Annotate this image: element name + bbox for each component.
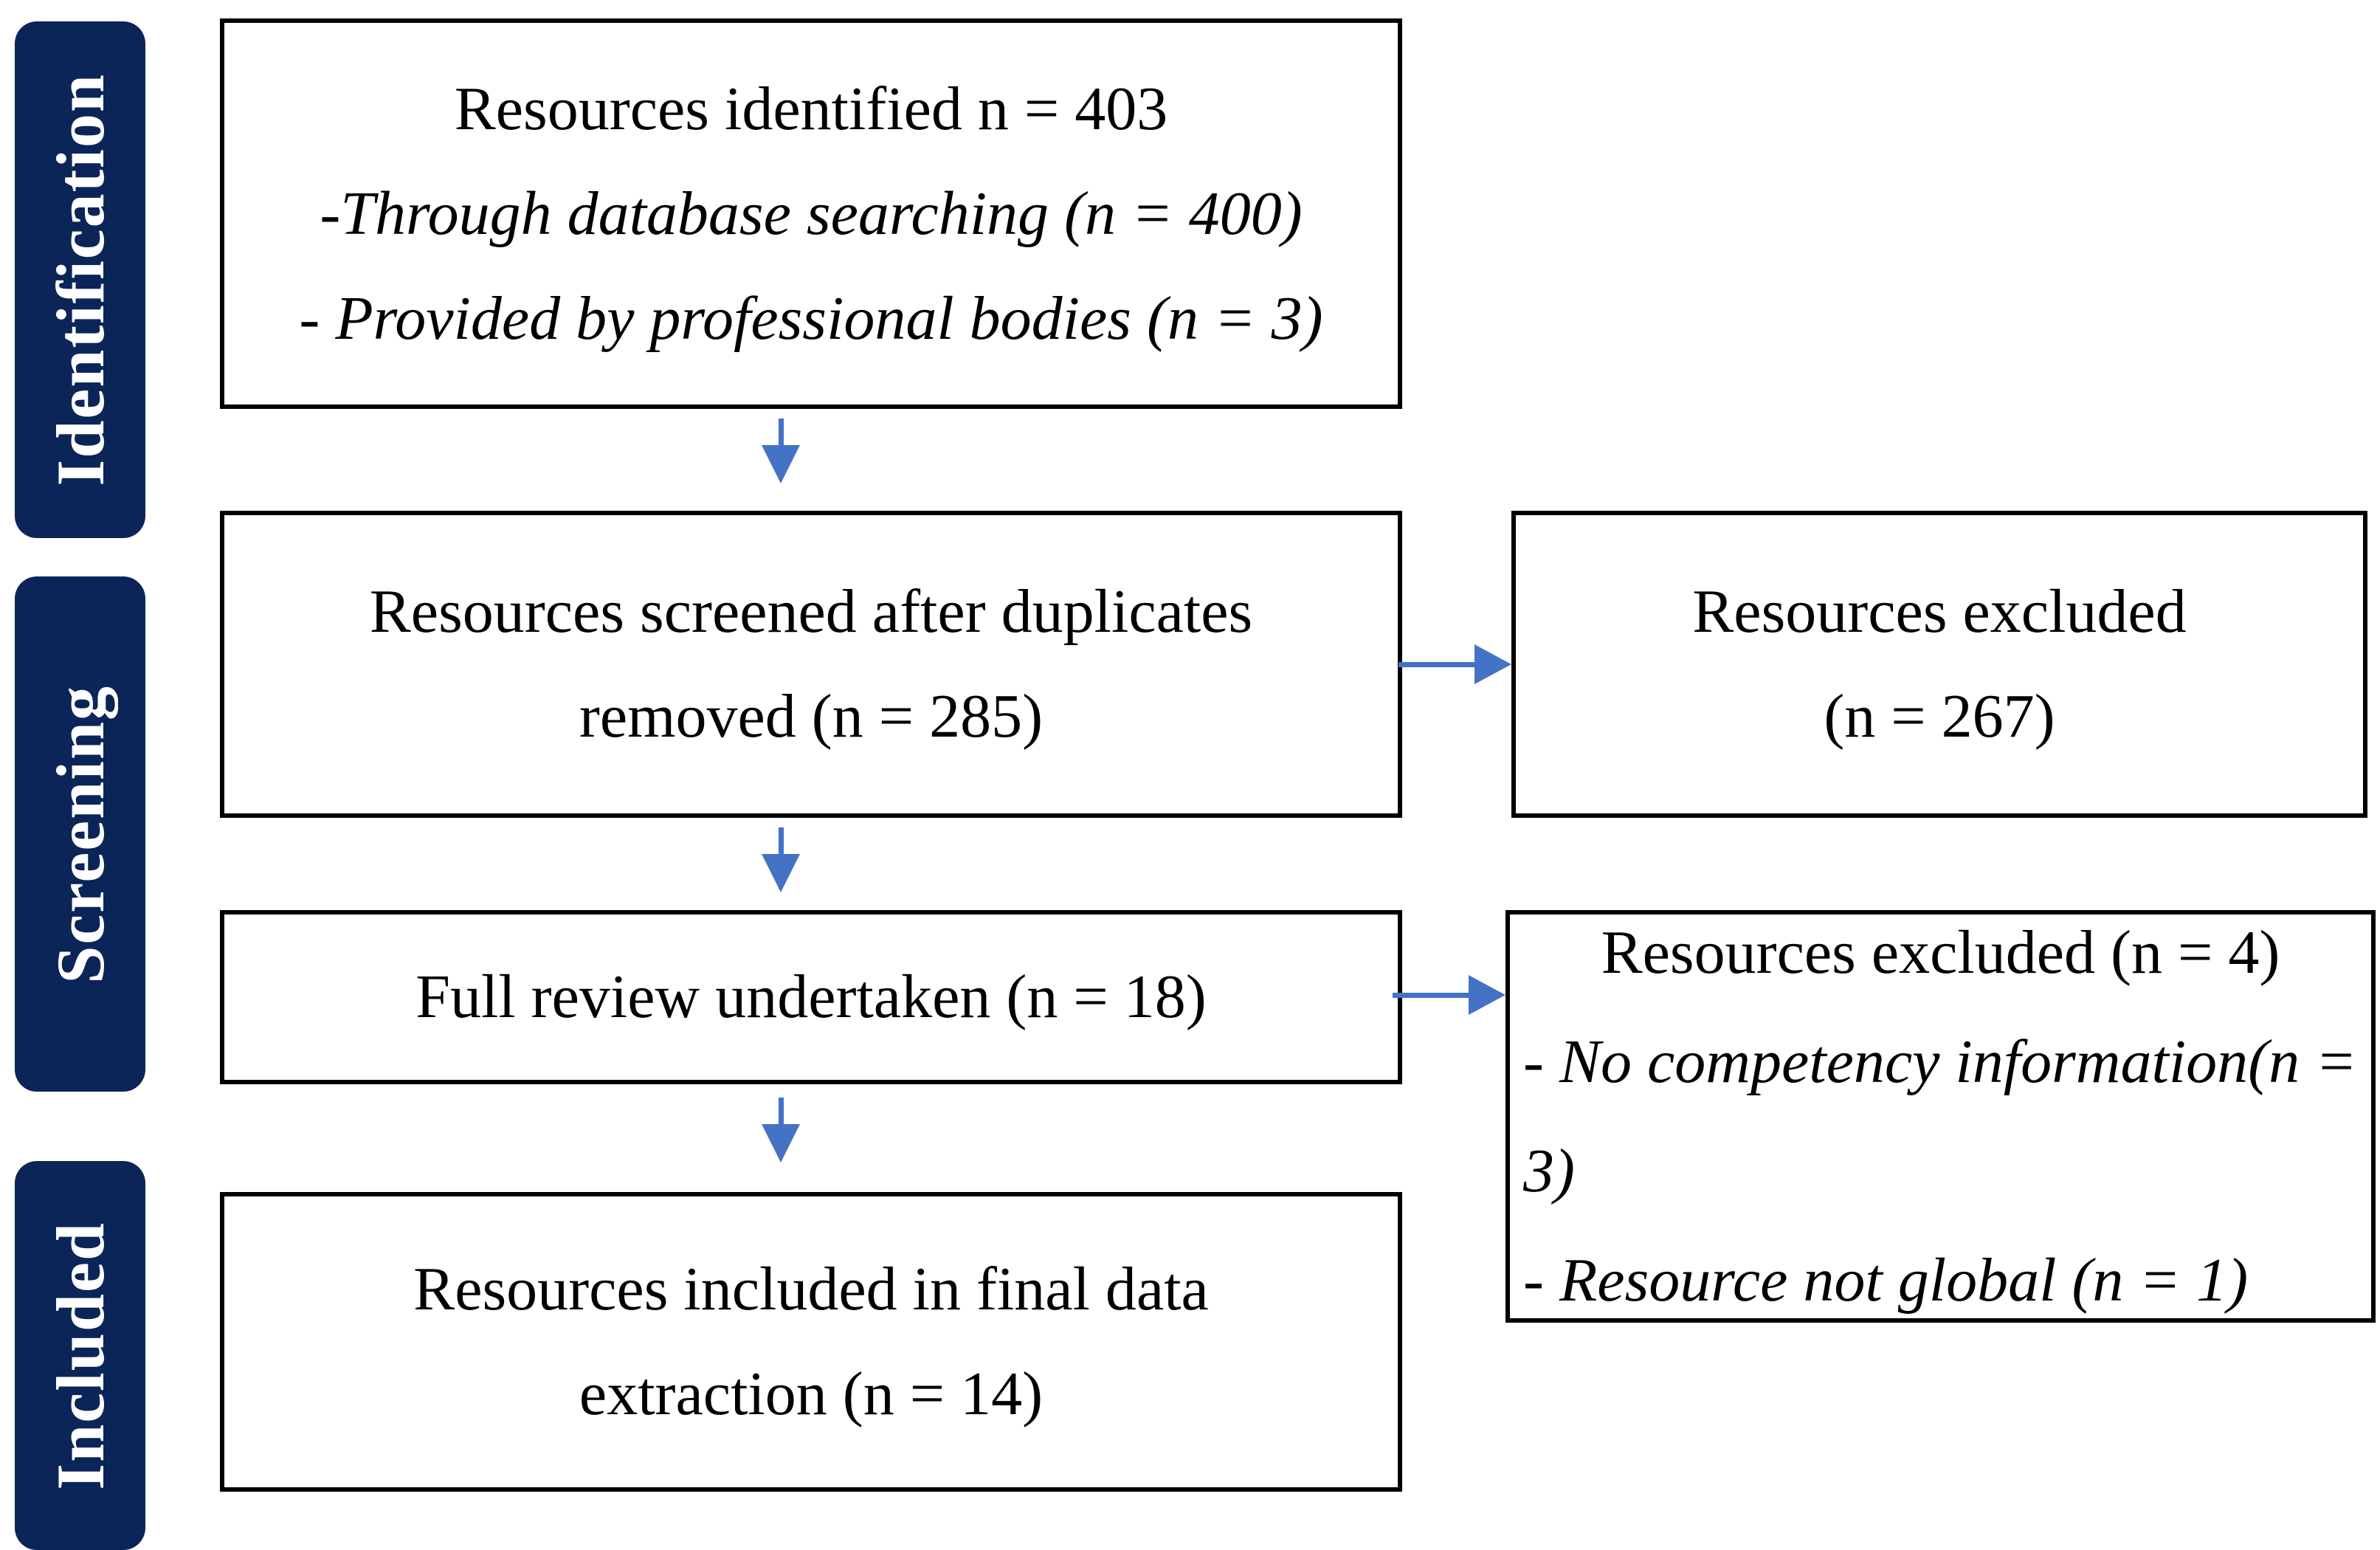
stage-label-identification: Identification xyxy=(15,21,145,538)
box-resources-screened: Resources screened after duplicates remo… xyxy=(220,511,1402,818)
arrow-down-icon xyxy=(762,418,800,483)
box-resources-screened-line2: removed (n = 285) xyxy=(579,682,1044,751)
box-resources-identified-title: Resources identified n = 403 xyxy=(454,74,1168,143)
arrow-right-icon xyxy=(1393,975,1505,1015)
stage-label-included: Included xyxy=(15,1161,145,1550)
box-full-review: Full review undertaken (n = 18) xyxy=(220,910,1402,1084)
box-resources-identified: Resources identified n = 403 -Through da… xyxy=(220,18,1402,409)
stage-label-identification-text: Identification xyxy=(42,73,118,486)
box-resources-excluded-screening-line1: Resources excluded xyxy=(1692,577,2187,646)
box-full-review-line1: Full review undertaken (n = 18) xyxy=(415,962,1207,1031)
arrow-right-icon xyxy=(1398,644,1511,684)
flow-arrow-full-review-to-excluded xyxy=(1393,975,1505,1015)
box-resources-screened-line1: Resources screened after duplicates xyxy=(369,577,1253,646)
box-resources-included-final: Resources included in final data extract… xyxy=(220,1192,1402,1492)
arrow-down-icon xyxy=(762,827,800,892)
box-resources-excluded-full-review-title: Resources excluded (n = 4) xyxy=(1601,917,2280,987)
flow-arrow-screened-to-excluded xyxy=(1398,644,1511,684)
box-resources-excluded-screening-line2: (n = 267) xyxy=(1824,682,2055,751)
flow-arrow-full-review-to-included xyxy=(762,1098,800,1162)
stage-label-screening-text: Screening xyxy=(42,684,118,984)
box-resources-excluded-screening: Resources excluded (n = 267) xyxy=(1511,511,2367,818)
box-resources-excluded-full-review-bullet-global: - Resource not global (n = 1) xyxy=(1523,1245,2249,1315)
box-resources-included-final-line2: extraction (n = 14) xyxy=(579,1360,1044,1428)
stage-label-screening: Screening xyxy=(15,576,145,1092)
box-resources-identified-bullet-database: -Through database searching (n = 400) xyxy=(320,179,1303,248)
arrow-down-icon xyxy=(762,1098,800,1162)
box-resources-excluded-full-review-bullet-competency: - No competency information(n = 3) xyxy=(1523,1027,2357,1205)
stage-label-included-text: Included xyxy=(42,1221,118,1490)
box-resources-included-final-line1: Resources included in final data xyxy=(413,1255,1209,1323)
box-resources-identified-bullet-professional: - Provided by professional bodies (n = 3… xyxy=(299,283,1323,353)
flow-arrow-screened-to-full-review xyxy=(762,827,800,892)
flow-arrow-identified-to-screened xyxy=(762,418,800,483)
box-resources-excluded-full-review: Resources excluded (n = 4) - No competen… xyxy=(1505,910,2376,1323)
